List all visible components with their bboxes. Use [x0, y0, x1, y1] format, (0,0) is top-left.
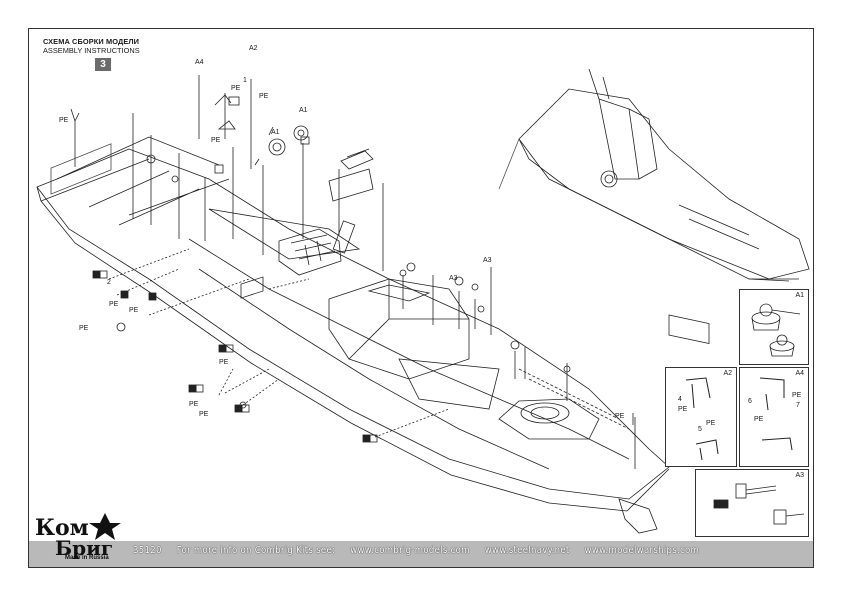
ship-assembly-drawing: [36, 68, 810, 534]
inset-a1: A1: [739, 289, 809, 365]
turret-icon: [751, 303, 801, 357]
label-a1-mid: A1: [271, 129, 280, 136]
link-steelnavy[interactable]: www.steelnavy.net: [484, 545, 570, 556]
inset-a2-5: 5: [698, 426, 702, 433]
label-pe-6: PE: [79, 325, 89, 332]
inset-a2-pe2: PE: [706, 420, 716, 427]
label-pe-4: PE: [109, 301, 119, 308]
label-pe-1: PE: [231, 85, 241, 92]
logo-bottom-text: Бриг: [55, 536, 113, 560]
bracket-icon: [685, 377, 719, 461]
inset-a2-4: 4: [678, 396, 682, 403]
instruction-sheet: СХЕМА СБОРКИ МОДЕЛИ ASSEMBLY INSTRUCTION…: [28, 28, 814, 568]
inset-a3: A3: [695, 469, 809, 537]
inset-a4-pe2: PE: [754, 416, 764, 423]
gun-mount-icon: [713, 483, 805, 525]
label-pe-mast: PE: [59, 117, 69, 124]
inset-a2-label: A2: [723, 370, 732, 377]
completed-ship-view: [498, 68, 810, 345]
inset-a4-pe1: PE: [792, 392, 802, 399]
railing-icon: [759, 377, 793, 451]
link-combrig[interactable]: www.combrig-models.com: [350, 545, 470, 556]
label-a1-top: A1: [299, 107, 308, 114]
made-in-russia: Made in Russia: [65, 555, 109, 561]
inset-a4-6: 6: [748, 398, 752, 405]
label-pe-7: PE: [219, 359, 229, 366]
logo-top-text: Ком: [35, 515, 89, 541]
link-modelwarships[interactable]: www.modelwarships.com: [584, 545, 700, 556]
label-1: 1: [243, 77, 247, 84]
label-a3-left: A3: [449, 275, 458, 282]
star-icon: [89, 513, 121, 540]
inset-a4: A4 6 PE 7 PE: [739, 367, 809, 467]
footer-band: [29, 541, 813, 567]
label-pe-3: PE: [211, 137, 221, 144]
step-number-badge: 3: [95, 58, 111, 71]
label-a4: A4: [195, 59, 204, 66]
footer-info: For more info on Combrig Kits see:: [176, 545, 336, 556]
inset-a1-label: A1: [795, 292, 804, 299]
inset-a2: A2 4 PE 5 PE: [665, 367, 737, 467]
label-pe-bow: PE: [615, 413, 625, 420]
label-pe-5: PE: [129, 307, 139, 314]
label-a2: A2: [249, 45, 258, 52]
inset-a4-7: 7: [796, 402, 800, 409]
label-pe-9: PE: [199, 411, 209, 418]
main-hull: [36, 75, 670, 534]
label-2: 2: [107, 279, 111, 286]
label-pe-2: PE: [259, 93, 269, 100]
label-a3-right: A3: [483, 257, 492, 264]
label-pe-8: PE: [189, 401, 199, 408]
inset-a4-label: A4: [795, 370, 804, 377]
inset-a3-label: A3: [795, 472, 804, 479]
title-russian: СХЕМА СБОРКИ МОДЕЛИ: [43, 37, 140, 46]
footer-text: 35120 For more info on Combrig Kits see:…: [133, 545, 711, 556]
kit-number: 35120: [133, 545, 162, 556]
inset-a2-pe1: PE: [678, 406, 688, 413]
combrig-logo: Ком Бриг: [35, 513, 121, 560]
title-english: ASSEMBLY INSTRUCTIONS: [43, 46, 140, 55]
